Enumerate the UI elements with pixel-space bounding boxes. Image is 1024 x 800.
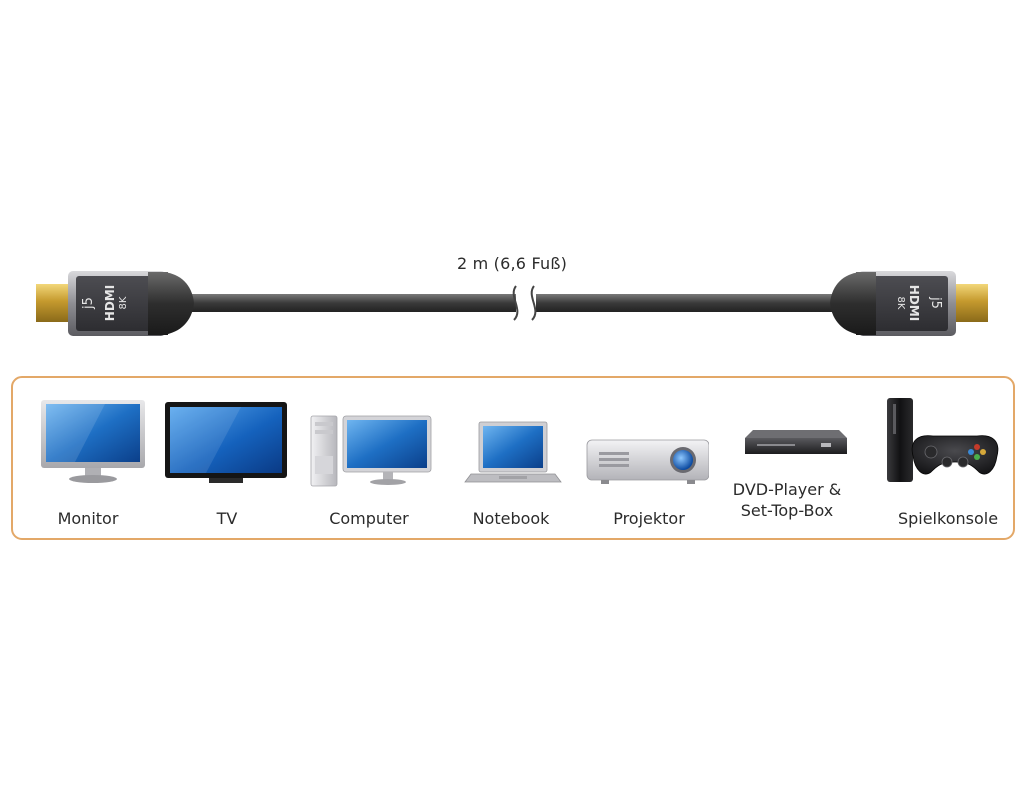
- device-label-monitor: Monitor: [57, 509, 119, 528]
- device-label-dvd-player: DVD-Player & Set-Top-Box: [722, 479, 852, 521]
- device-label-game-console: Spielkonsole: [897, 509, 999, 528]
- game-console-icon: [887, 398, 999, 482]
- device-label-notebook: Notebook: [472, 509, 550, 528]
- left-brand-text: j5: [81, 297, 96, 310]
- hdmi-cable-illustration: j5 HDMI 8K j5 HDMI 8K: [0, 240, 1024, 350]
- notebook-icon: [464, 421, 562, 483]
- device-tv: TV: [161, 378, 293, 542]
- computer-icon: [310, 415, 432, 487]
- right-8k-text: 8K: [895, 297, 906, 310]
- left-hdmi-text: HDMI: [103, 285, 117, 321]
- device-projector: Projektor: [579, 378, 709, 542]
- tv-icon: [165, 402, 287, 483]
- device-notebook: Notebook: [453, 378, 573, 542]
- device-label-dvd-line-1: DVD-Player &: [732, 480, 842, 499]
- left-8k-text: 8K: [118, 296, 129, 309]
- left-strain-relief: [164, 272, 194, 335]
- right-strain-relief: [830, 272, 860, 335]
- device-dvd-player: DVD-Player & Set-Top-Box: [729, 378, 859, 542]
- left-gold-plug: [36, 284, 70, 322]
- device-game-console: Spielkonsole: [879, 378, 1009, 542]
- device-label-projector: Projektor: [613, 509, 685, 528]
- device-monitor: Monitor: [35, 378, 165, 542]
- device-label-dvd-line-2: Set-Top-Box: [740, 501, 834, 520]
- hdmi-cable-svg: j5 HDMI 8K j5 HDMI 8K: [36, 271, 988, 336]
- device-computer: Computer: [303, 378, 443, 542]
- right-gold-plug: [954, 284, 988, 322]
- device-label-computer: Computer: [329, 509, 409, 528]
- compatible-devices-panel: Monitor TV: [11, 376, 1015, 540]
- device-label-tv: TV: [216, 509, 238, 528]
- cable-body: [190, 285, 854, 321]
- left-hdmi-connector: j5 HDMI 8K: [36, 271, 194, 336]
- projector-icon: [586, 439, 709, 484]
- dvd-player-icon: [745, 430, 847, 454]
- monitor-icon: [41, 400, 145, 483]
- right-brand-text: j5: [928, 296, 943, 309]
- right-hdmi-connector: j5 HDMI 8K: [830, 271, 988, 336]
- cable-length-label: 2 m (6,6 Fuß): [456, 254, 568, 273]
- right-hdmi-text: HDMI: [907, 285, 921, 321]
